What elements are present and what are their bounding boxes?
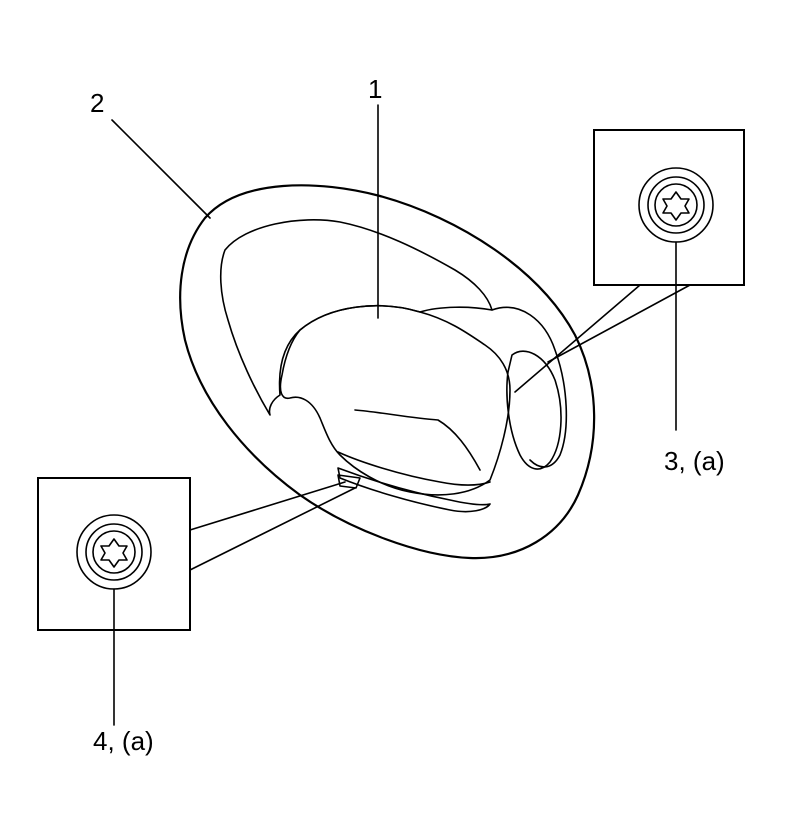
connector-line-4b [189, 487, 356, 571]
detail-box-3-frame [593, 129, 745, 286]
airbag-module-lower-edge [337, 451, 491, 486]
bolt-3-head [654, 183, 698, 227]
steering-wheel-inner-edge [219, 219, 493, 416]
callout-label-3: 3, (a) [664, 446, 725, 476]
torx-star-icon [100, 538, 128, 568]
airbag-module-clip [337, 474, 361, 489]
torx-star-icon [662, 191, 690, 221]
detail-box-bolt-4 [37, 477, 191, 726]
connector-line-4a [189, 481, 346, 531]
steering-wheel-right-spoke [506, 350, 562, 470]
callout-label-1: 1 [368, 74, 382, 104]
airbag-module [279, 304, 511, 513]
bolt-3-inner-ring [647, 176, 705, 234]
bolt-4-head [92, 530, 136, 574]
leader-line-2 [111, 119, 211, 219]
steering-wheel-outer-rim [179, 184, 596, 560]
connector-line-3a [514, 284, 641, 393]
airbag-module-outline [279, 304, 511, 496]
bolt-4-inner-ring [85, 523, 143, 581]
callout-label-2: 2 [90, 88, 104, 118]
connector-line-3b [547, 284, 691, 363]
steering-wheel-inner-edge-right [491, 306, 568, 468]
steering-wheel [179, 184, 596, 560]
detail-box-bolt-3 [593, 129, 745, 431]
callout-label-4: 4, (a) [93, 726, 154, 756]
airbag-module-crease [354, 409, 481, 471]
airbag-module-bottom-trim [337, 467, 491, 513]
